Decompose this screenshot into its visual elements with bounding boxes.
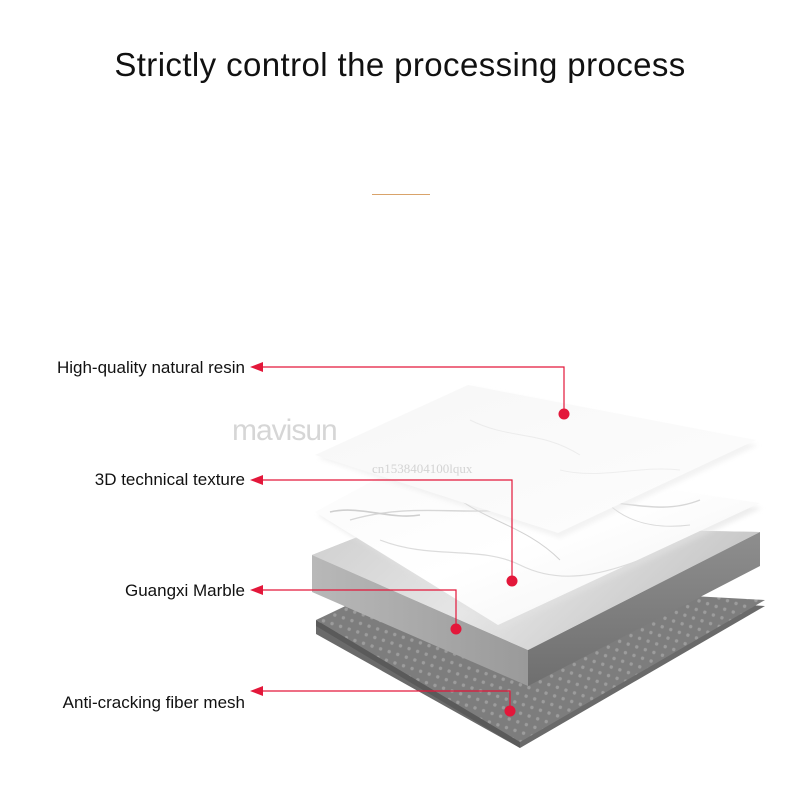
callout-dot-marble (450, 623, 462, 635)
callout-arrowhead-mesh (250, 686, 263, 696)
callout-dot-resin (558, 408, 570, 420)
callout-lines (250, 362, 570, 717)
callout-line-marble (262, 589, 457, 629)
label-technical-texture: 3D technical texture (94, 470, 245, 489)
callout-arrowhead-resin (250, 362, 263, 372)
watermark-id: cn1538404100lqux (372, 461, 473, 476)
callout-line-resin (262, 366, 565, 414)
callout-dot-texture (506, 575, 518, 587)
label-fiber-mesh: Anti-cracking fiber mesh (62, 693, 245, 712)
watermark-brand: mavisun (232, 414, 338, 447)
page-title: Strictly control the processing process (114, 46, 686, 83)
resin-layer (315, 385, 758, 538)
callout-arrowhead-texture (250, 475, 263, 485)
label-natural-resin: High-quality natural resin (56, 358, 245, 377)
callout-arrowhead-marble (250, 585, 263, 595)
callout-line-mesh (262, 690, 511, 711)
callout-dot-mesh (504, 705, 516, 717)
label-guangxi-marble: Guangxi Marble (124, 581, 245, 600)
title-underline (372, 194, 430, 195)
callout-line-texture (262, 479, 513, 581)
